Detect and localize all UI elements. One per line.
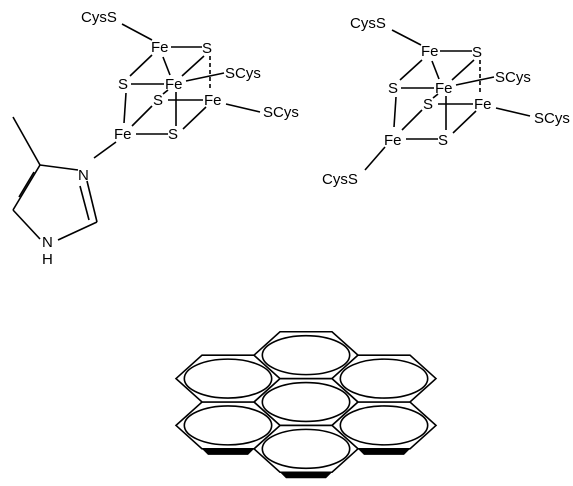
right-fe-right-label: Fe bbox=[474, 96, 492, 113]
coronene-aromatic-circle bbox=[183, 405, 273, 446]
right-scys-mid-label: SCys bbox=[495, 69, 531, 86]
right-s-inner-label: S bbox=[423, 96, 433, 113]
left-fe-mid-label: Fe bbox=[165, 76, 183, 93]
coronene-ring bbox=[330, 354, 438, 403]
left-cys-top-label: CysS bbox=[81, 9, 117, 26]
right-s-top-right-label: S bbox=[472, 44, 482, 61]
left-scys-right-label: SCys bbox=[263, 104, 299, 121]
left-s-left-label: S bbox=[118, 76, 128, 93]
left-fe4s4-cluster bbox=[93, 23, 261, 159]
left-s-bottom-label: S bbox=[168, 126, 178, 143]
right-scys-right-label: SCys bbox=[534, 110, 570, 127]
coronene-shadow-wedge bbox=[358, 448, 410, 455]
right-fe-mid-label: Fe bbox=[435, 80, 453, 97]
left-fe-bottom-label: Fe bbox=[114, 126, 132, 143]
coronene-aromatic-circle bbox=[261, 334, 351, 376]
left-s-inner-label: S bbox=[153, 92, 163, 109]
right-s-left-label: S bbox=[388, 80, 398, 97]
right-fe4s4-cluster bbox=[364, 29, 531, 171]
left-fe-top-label: Fe bbox=[151, 39, 169, 56]
coronene-aromatic-circle bbox=[261, 428, 351, 470]
coronene-ring bbox=[252, 424, 360, 474]
left-cluster-labels: CysS Fe S SCys S Fe S Fe SCys Fe S bbox=[81, 9, 299, 143]
left-s-top-right-label: S bbox=[202, 40, 212, 57]
coronene-shadow-wedge bbox=[280, 472, 332, 479]
right-fe-bottom-label: Fe bbox=[384, 132, 402, 149]
coronene-graphene-flake bbox=[174, 330, 438, 479]
right-s-bottom-label: S bbox=[438, 132, 448, 149]
right-cys-bottom-label: CysS bbox=[322, 171, 358, 188]
right-cys-top-label: CysS bbox=[350, 15, 386, 32]
imidazole-nh-n-label: N bbox=[42, 234, 53, 251]
coronene-hexagon bbox=[330, 354, 438, 403]
left-fe-right-label: Fe bbox=[204, 92, 222, 109]
coronene-shadow bbox=[202, 448, 410, 479]
coronene-shadow-wedge bbox=[202, 448, 254, 455]
coronene-aromatic-circle bbox=[261, 381, 351, 423]
right-fe-top-label: Fe bbox=[421, 43, 439, 60]
imidazole-n-ring-label: N bbox=[78, 167, 89, 184]
coronene-aromatic-circle bbox=[183, 358, 273, 399]
left-scys-mid-label: SCys bbox=[225, 65, 261, 82]
right-cluster-labels: CysS Fe S SCys S Fe S Fe SCys Fe S CysS bbox=[322, 15, 570, 188]
coronene-aromatic-circle bbox=[339, 405, 429, 446]
imidazole-nh-h-label: H bbox=[42, 251, 53, 268]
coronene-aromatic-circle bbox=[339, 358, 429, 399]
imidazole-labels: N N H bbox=[42, 167, 89, 268]
imidazole-ring bbox=[12, 116, 98, 241]
